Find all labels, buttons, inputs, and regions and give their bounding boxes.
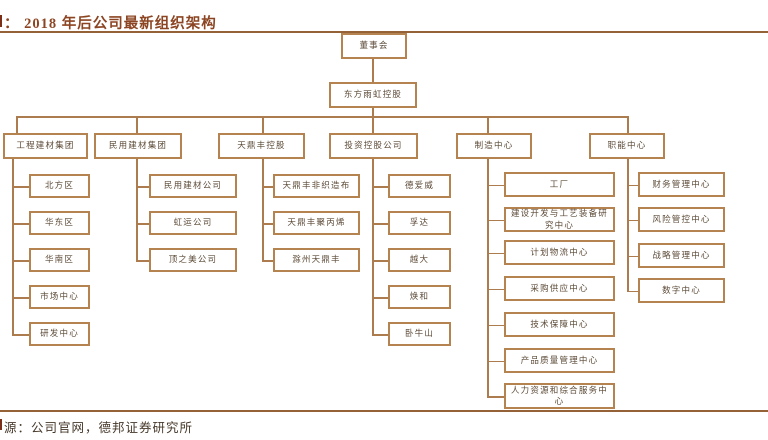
org-node-child: 虹运公司 bbox=[149, 211, 237, 235]
org-node-child: 北方区 bbox=[29, 174, 90, 198]
connector-line bbox=[487, 288, 504, 290]
org-node-child: 越大 bbox=[388, 248, 451, 272]
org-node-child: 滁州天鼎丰 bbox=[273, 248, 360, 272]
org-node-group: 制造中心 bbox=[456, 133, 532, 159]
connector-line bbox=[487, 252, 504, 254]
connector-line bbox=[627, 116, 629, 133]
connector-line bbox=[487, 360, 504, 362]
connector-line bbox=[487, 324, 504, 326]
connector-line bbox=[262, 260, 273, 262]
org-node-child: 华东区 bbox=[29, 211, 90, 235]
connector-line bbox=[262, 159, 264, 260]
org-node-child: 民用建材公司 bbox=[149, 174, 237, 198]
connector-line bbox=[372, 116, 374, 133]
connector-line bbox=[16, 116, 18, 133]
source-bullet bbox=[0, 419, 2, 430]
org-node-holding: 东方雨虹控股 bbox=[329, 82, 417, 108]
connector-line bbox=[372, 108, 374, 116]
org-node-child: 研发中心 bbox=[29, 322, 90, 346]
connector-line bbox=[627, 255, 638, 257]
org-node-child: 采购供应中心 bbox=[504, 276, 615, 301]
org-node-group: 工程建材集团 bbox=[3, 133, 88, 159]
connector-line bbox=[487, 184, 504, 186]
connector-line bbox=[12, 159, 14, 334]
connector-line bbox=[372, 260, 388, 262]
connector-line bbox=[136, 159, 138, 260]
org-node-group: 天鼎丰控股 bbox=[218, 133, 305, 159]
connector-line bbox=[136, 223, 149, 225]
org-node-group: 投资控股公司 bbox=[329, 133, 418, 159]
connector-line bbox=[262, 223, 273, 225]
org-node-child: 市场中心 bbox=[29, 285, 90, 309]
connector-line bbox=[627, 184, 638, 186]
connector-line bbox=[487, 159, 489, 396]
org-node-child: 孚达 bbox=[388, 211, 451, 235]
org-node-child: 人力资源和综合服务中心 bbox=[504, 383, 615, 409]
figure-title: ： 2018 年后公司最新组织架构 bbox=[4, 16, 217, 32]
org-node-child: 产品质量管理中心 bbox=[504, 348, 615, 373]
connector-line bbox=[372, 297, 388, 299]
org-node-root: 董事会 bbox=[341, 33, 407, 59]
org-node-child: 工厂 bbox=[504, 172, 615, 197]
connector-line bbox=[487, 396, 504, 398]
org-node-child: 风险管控中心 bbox=[638, 207, 725, 232]
connector-line bbox=[262, 186, 273, 188]
org-node-child: 焕和 bbox=[388, 285, 451, 309]
connector-line bbox=[372, 159, 374, 334]
connector-line bbox=[372, 223, 388, 225]
org-node-child: 计划物流中心 bbox=[504, 240, 615, 265]
org-node-child: 德爱威 bbox=[388, 174, 451, 198]
org-node-child: 财务管理中心 bbox=[638, 172, 725, 197]
connector-line bbox=[136, 116, 138, 133]
title-bullet bbox=[0, 15, 2, 27]
org-node-child: 卧牛山 bbox=[388, 322, 451, 346]
connector-line bbox=[627, 219, 638, 221]
org-node-child: 技术保障中心 bbox=[504, 312, 615, 337]
org-node-child: 天鼎丰聚丙烯 bbox=[273, 211, 360, 235]
connector-line bbox=[136, 260, 149, 262]
connector-line bbox=[262, 116, 264, 133]
source-separator bbox=[0, 410, 768, 412]
connector-line bbox=[136, 186, 149, 188]
connector-line bbox=[12, 334, 29, 336]
connector-line bbox=[627, 159, 629, 291]
org-node-child: 建设开发与工艺装备研究中心 bbox=[504, 207, 615, 232]
connector-line bbox=[12, 260, 29, 262]
title-underline bbox=[0, 31, 768, 33]
source-text: 源：公司官网，德邦证券研究所 bbox=[4, 421, 194, 435]
org-node-child: 天鼎丰非织造布 bbox=[273, 174, 360, 198]
connector-line bbox=[372, 334, 388, 336]
connector-line bbox=[16, 116, 629, 118]
org-node-child: 战略管理中心 bbox=[638, 243, 725, 268]
connector-line bbox=[12, 186, 29, 188]
connector-line bbox=[12, 223, 29, 225]
org-node-child: 华南区 bbox=[29, 248, 90, 272]
org-node-group: 职能中心 bbox=[589, 133, 665, 159]
connector-line bbox=[627, 290, 638, 292]
org-node-group: 民用建材集团 bbox=[94, 133, 182, 159]
connector-line bbox=[487, 116, 489, 133]
connector-line bbox=[487, 219, 504, 221]
connector-line bbox=[12, 297, 29, 299]
connector-line bbox=[372, 186, 388, 188]
org-node-child: 数字中心 bbox=[638, 278, 725, 303]
org-node-child: 顶之美公司 bbox=[149, 248, 237, 272]
connector-line bbox=[372, 59, 374, 82]
